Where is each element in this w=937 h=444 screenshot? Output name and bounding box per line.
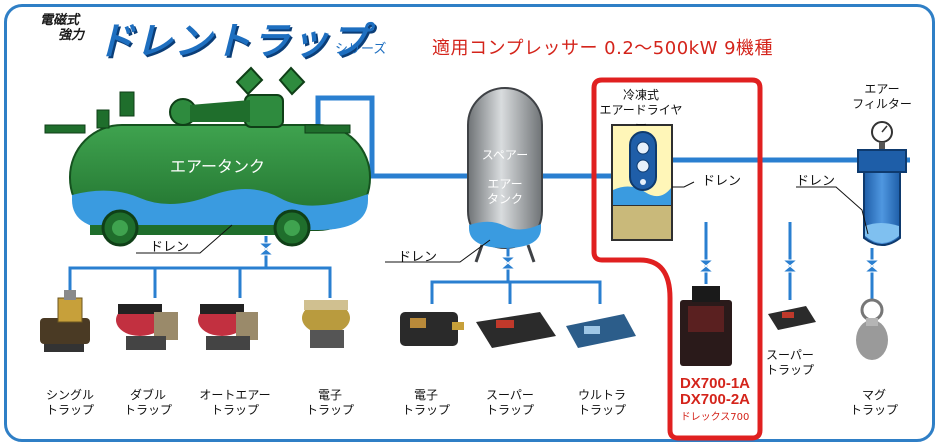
caption-single-trap: シングル トラップ (30, 388, 110, 418)
caption-electronic-1-line1: 電子 (317, 388, 342, 402)
trap-mag-image (856, 298, 888, 360)
caption-double-line2: トラップ (123, 403, 172, 417)
caption-super-2-line2: トラップ (765, 363, 814, 377)
caption-single-line1: シングル (45, 388, 94, 402)
spare-tank-label-line1: スペアー (481, 148, 529, 162)
trap-ultra-image (566, 314, 636, 348)
trap-electronic-2-image (400, 312, 464, 346)
caption-auto-air-line1: オートエアー (199, 388, 271, 402)
air-filter (857, 121, 907, 246)
caption-electronic-2-line2: トラップ (401, 403, 450, 417)
caption-super-1-line1: スーパー (486, 388, 534, 402)
headline: 適用コンプレッサー 0.2～500kW 9機種 (432, 38, 774, 59)
caption-electronic-1-line2: トラップ (305, 403, 354, 417)
brand-series: シリーズ (335, 42, 387, 57)
refrigerated-dryer (611, 124, 673, 241)
brand-type-line1: 電磁式 (40, 13, 80, 28)
spare-air-tank (467, 87, 543, 263)
caption-ultra-line2: トラップ (577, 403, 626, 417)
caption-auto-air-line2: トラップ (210, 403, 259, 417)
trap-auto-air-image (198, 304, 258, 350)
caption-super-1-line2: トラップ (485, 403, 534, 417)
caption-mag-line2: トラップ (849, 403, 898, 417)
caption-ultra-trap: ウルトラ トラップ (562, 388, 642, 418)
caption-super-trap-2: スーパー トラップ (750, 348, 830, 378)
caption-double-trap: ダブル トラップ (108, 388, 188, 418)
spare-tank-label-line2: エアー (487, 177, 523, 191)
trap-super-2-image (768, 306, 816, 330)
dx700-caption: DX700-1A DX700-2A ドレックス700 (670, 375, 760, 424)
spare-tank-label-line3: タンク (486, 192, 523, 206)
brand-type-line2: 強力 (58, 28, 85, 43)
dryer-label-line1: 冷凍式 (622, 88, 659, 102)
trap-single-image (40, 290, 90, 352)
filter-label: エアー フィルター (842, 82, 922, 112)
brand-logo: ドレントラップ (96, 19, 370, 63)
caption-mag-line1: マグ (861, 388, 886, 402)
drain-label-dryer: ドレン (702, 174, 742, 189)
drain-pointers (136, 181, 869, 263)
dryer-label: 冷凍式 エアードライヤー (596, 88, 686, 133)
spare-tank-label: スペアー エアー タンク (468, 148, 542, 207)
caption-mag-trap: マグ トラップ (834, 388, 914, 418)
drain-lines (68, 222, 874, 304)
caption-super-trap-1: スーパー トラップ (470, 388, 550, 418)
trap-dx700-image (680, 286, 732, 366)
filter-label-line1: エアー (864, 82, 900, 96)
dryer-label-line2: エアードライヤー (599, 103, 683, 132)
drain-label-filter: ドレン (796, 174, 836, 189)
caption-single-line2: トラップ (45, 403, 94, 417)
caption-ultra-line1: ウルトラ (577, 388, 626, 402)
air-pipe (315, 95, 910, 179)
caption-auto-air-trap: オートエアー トラップ (190, 388, 280, 418)
dx700-highlight (591, 77, 763, 441)
caption-super-2-line1: スーパー (766, 348, 814, 362)
trap-double-image (116, 304, 178, 350)
trap-electronic-1-image (302, 300, 350, 348)
caption-double-line1: ダブル (129, 388, 166, 402)
air-tank (44, 66, 371, 247)
drain-label-tank: ドレン (150, 240, 190, 255)
compressor-head (244, 94, 284, 128)
caption-electronic-trap-1: 電子 トラップ (290, 388, 370, 418)
air-tank-label: エアータンク (170, 157, 266, 176)
drain-label-spare: ドレン (398, 250, 438, 265)
dx700-model-2: DX700-2A (679, 391, 751, 408)
dx700-name: ドレックス700 (680, 412, 750, 423)
trap-super-1-image (476, 312, 556, 348)
filter-label-line2: フィルター (852, 97, 912, 111)
caption-electronic-2-line1: 電子 (413, 388, 438, 402)
caption-electronic-trap-2: 電子 トラップ (386, 388, 466, 418)
drain-valves (257, 242, 881, 273)
dx700-model-1: DX700-1A (679, 375, 751, 392)
